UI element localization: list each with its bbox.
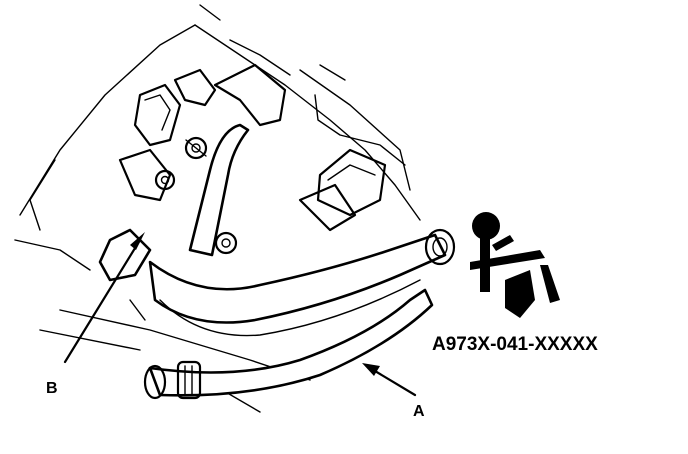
bypass-hose <box>98 228 152 282</box>
hose-end-fitting <box>424 228 456 266</box>
label-b: B <box>46 380 58 397</box>
heater-hoses <box>98 123 447 397</box>
bolt-group <box>154 136 238 255</box>
bolt-middle <box>154 169 176 191</box>
upper-hose <box>188 123 250 257</box>
label-a: A <box>413 403 425 420</box>
bolt-upper <box>184 136 208 160</box>
leader-b <box>63 232 145 364</box>
upper-bracket <box>118 39 291 202</box>
electrical-connector <box>298 148 387 232</box>
engine-outline <box>14 4 421 413</box>
part-number: A973X-041-XXXXX <box>432 334 598 355</box>
leader-a <box>362 363 417 397</box>
hose-clamp-pliers-icon <box>470 212 560 318</box>
main-hose <box>148 233 447 324</box>
bolt-lower <box>214 231 238 255</box>
hose-clamp <box>143 360 202 400</box>
